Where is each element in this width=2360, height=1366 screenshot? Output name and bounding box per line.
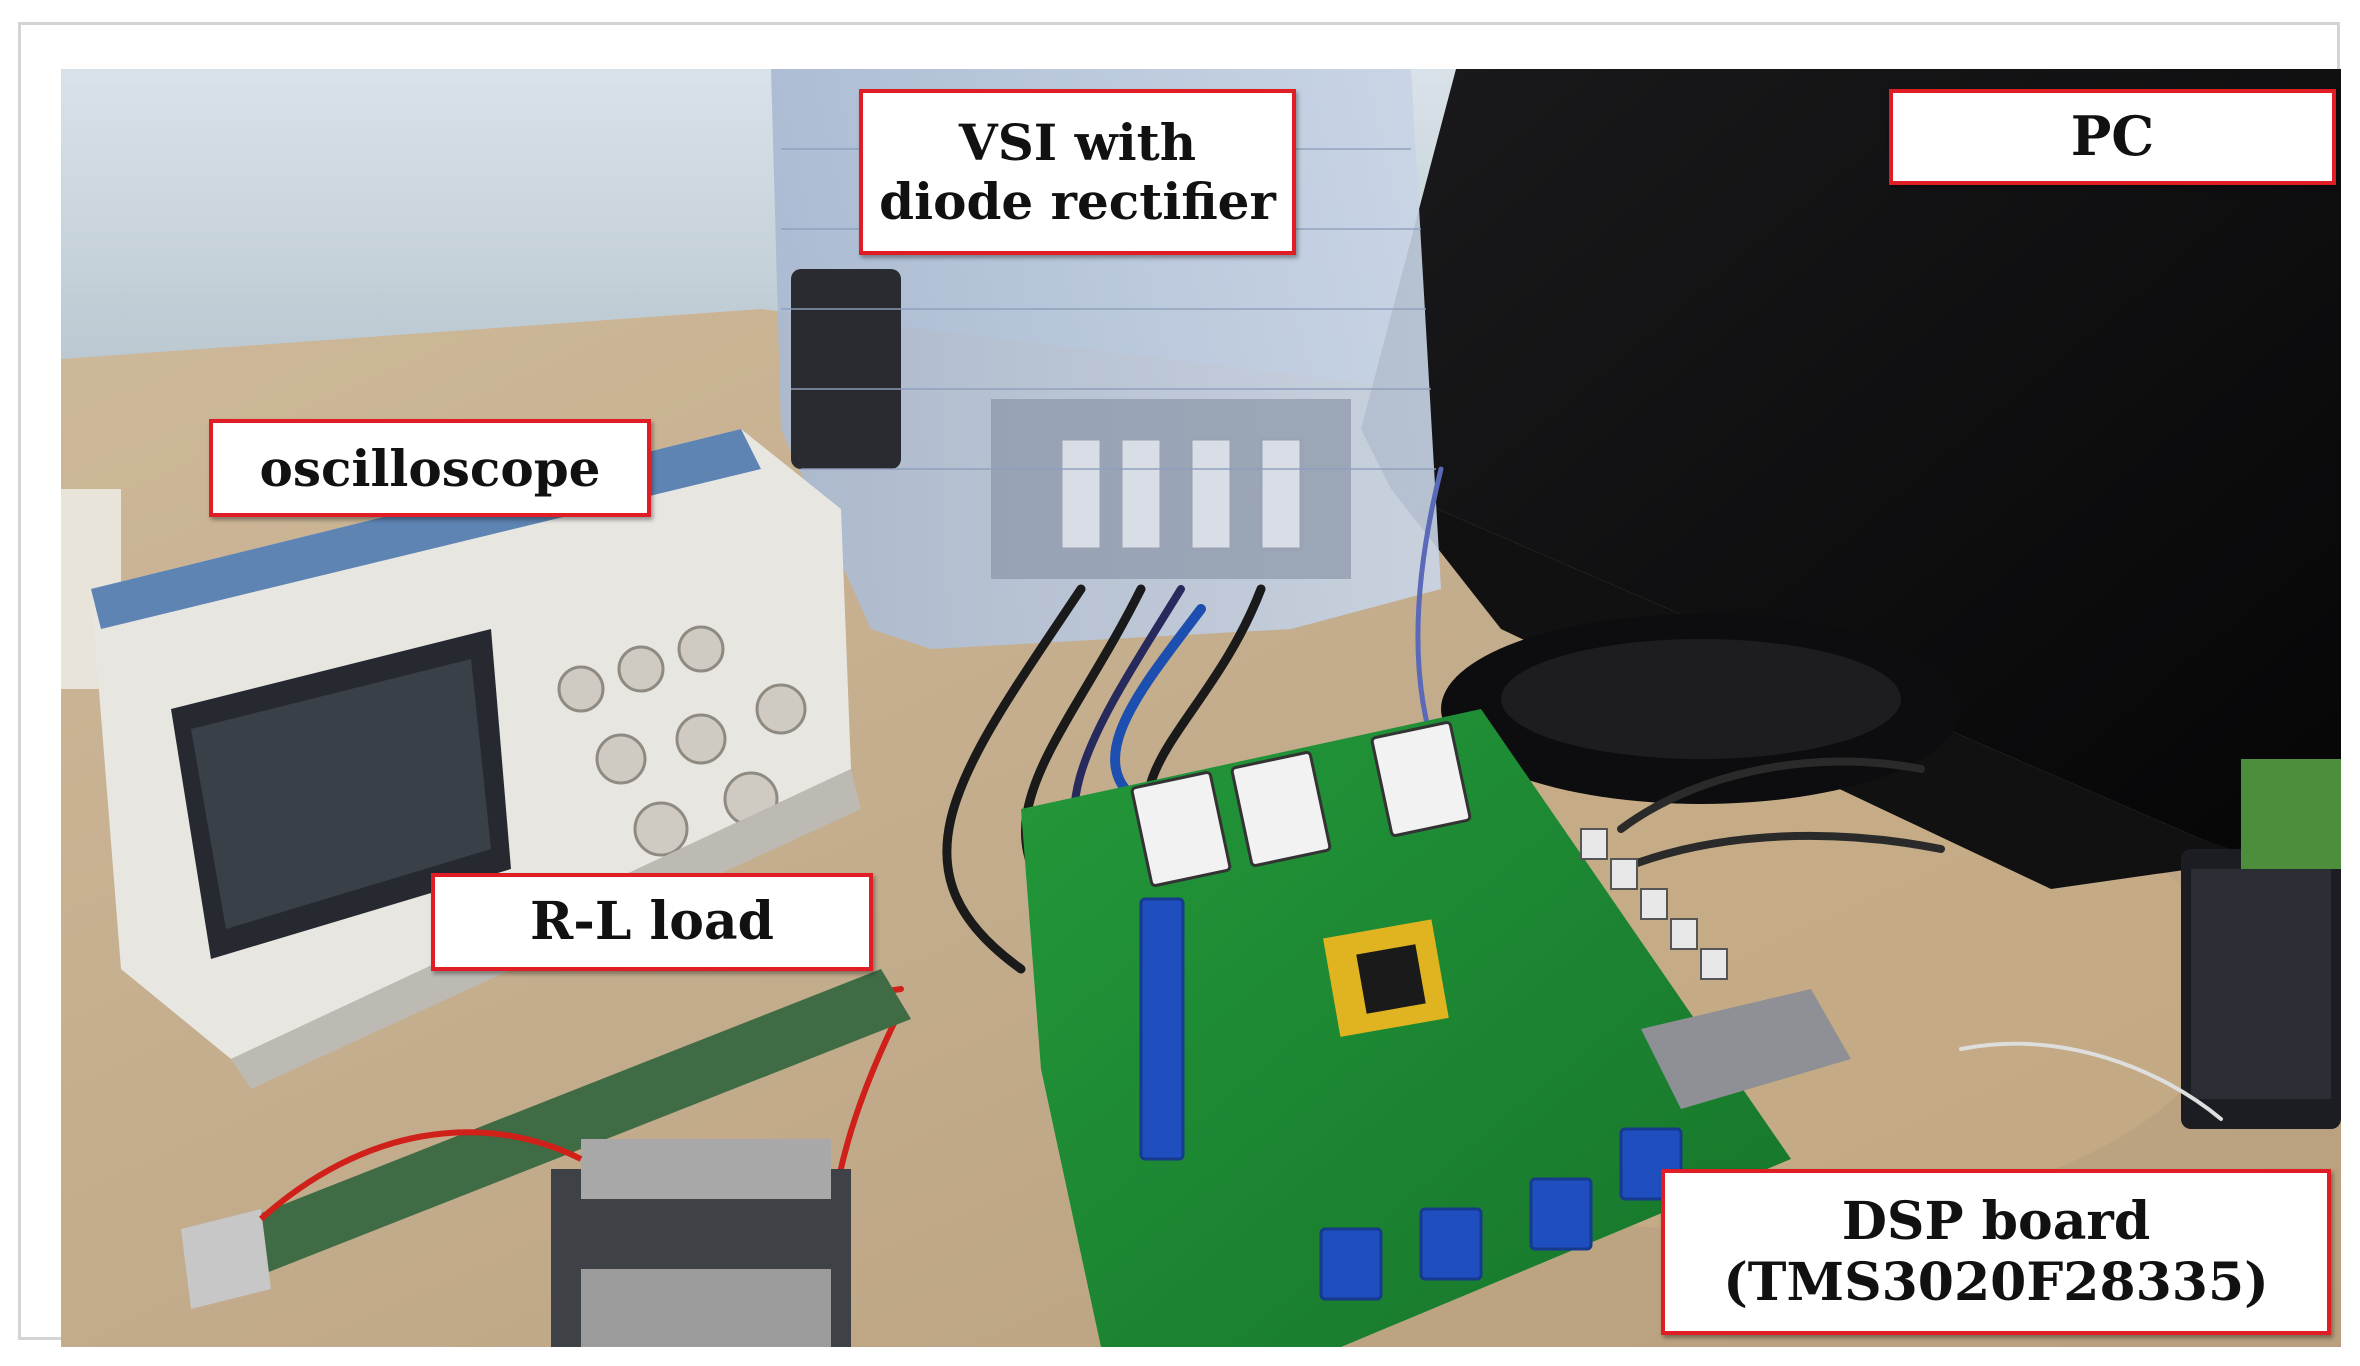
label-rl-load: R-L load bbox=[431, 873, 873, 971]
figure-frame: VSI with diode rectifier PC oscilloscope… bbox=[18, 22, 2341, 1347]
rl-load bbox=[181, 969, 911, 1347]
photo-scene bbox=[61, 69, 2341, 1347]
label-rl-load-text: R-L load bbox=[530, 891, 774, 953]
dsp-board bbox=[1021, 709, 1851, 1347]
lab-setup-photo: VSI with diode rectifier PC oscilloscope… bbox=[61, 69, 2341, 1347]
label-vsi-with-diode-rectifier: VSI with diode rectifier bbox=[859, 89, 1296, 255]
label-vsi-line1: VSI with bbox=[958, 113, 1197, 172]
label-pc: PC bbox=[1889, 89, 2336, 185]
label-dsp-line1: DSP board bbox=[1841, 1190, 2151, 1252]
label-vsi-line2: diode rectifier bbox=[879, 172, 1276, 231]
label-pc-text: PC bbox=[2070, 104, 2155, 169]
label-oscilloscope-text: oscilloscope bbox=[259, 438, 601, 498]
label-dsp-board: DSP board (TMS3020F28335) bbox=[1661, 1169, 2331, 1335]
pc-monitor bbox=[1361, 69, 2341, 1129]
label-oscilloscope: oscilloscope bbox=[209, 419, 651, 517]
label-dsp-line2: (TMS3020F28335) bbox=[1723, 1252, 2269, 1313]
